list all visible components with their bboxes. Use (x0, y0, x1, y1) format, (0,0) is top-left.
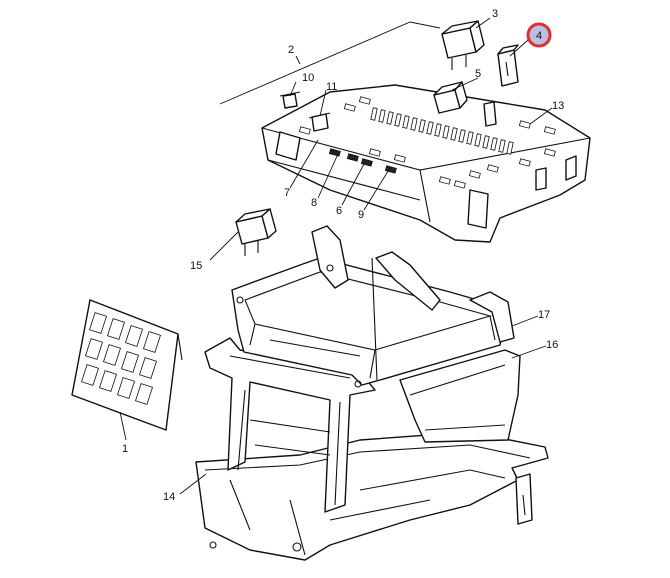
callout-13: 13 (552, 100, 564, 112)
relay-4 (497, 44, 519, 87)
callout-7: 7 (284, 187, 290, 199)
relay-5 (433, 81, 497, 127)
callout-11: 11 (326, 81, 337, 93)
minifuse-bank (298, 96, 556, 189)
callout-15: 15 (190, 260, 202, 272)
relay-3 (441, 20, 485, 70)
callout-10: 10 (302, 72, 314, 84)
fuse-10 (279, 91, 301, 109)
leader-lines (119, 17, 553, 495)
callout-5: 5 (475, 68, 481, 80)
callout-3: 3 (492, 8, 498, 20)
lower-mounting-frame (195, 431, 549, 561)
callout-17: 17 (538, 309, 550, 321)
support-frame (204, 337, 521, 513)
callout-16: 16 (546, 339, 558, 351)
callout-9: 9 (358, 209, 364, 221)
callout-2-bracket (219, 21, 441, 105)
relay-15 (235, 208, 277, 256)
callout-2: 2 (288, 44, 294, 56)
callout-1: 1 (122, 443, 128, 455)
cover-plate-slots (81, 312, 161, 405)
highlighted-callout-4[interactable]: 4 (526, 22, 552, 48)
callout-4: 4 (536, 30, 542, 42)
fuse-row (370, 107, 514, 155)
highlight-ring (526, 22, 552, 48)
callout-14: 14 (163, 491, 175, 503)
mounting-tray (231, 225, 515, 388)
callout-labels: 3 2 5 10 11 13 7 8 6 9 15 17 16 1 14 (122, 8, 564, 503)
fuse-11 (308, 112, 331, 132)
main-fuse-box (261, 84, 591, 243)
callout-8: 8 (311, 197, 317, 209)
callout-6: 6 (336, 205, 342, 217)
relay-cover-plate (71, 299, 183, 431)
